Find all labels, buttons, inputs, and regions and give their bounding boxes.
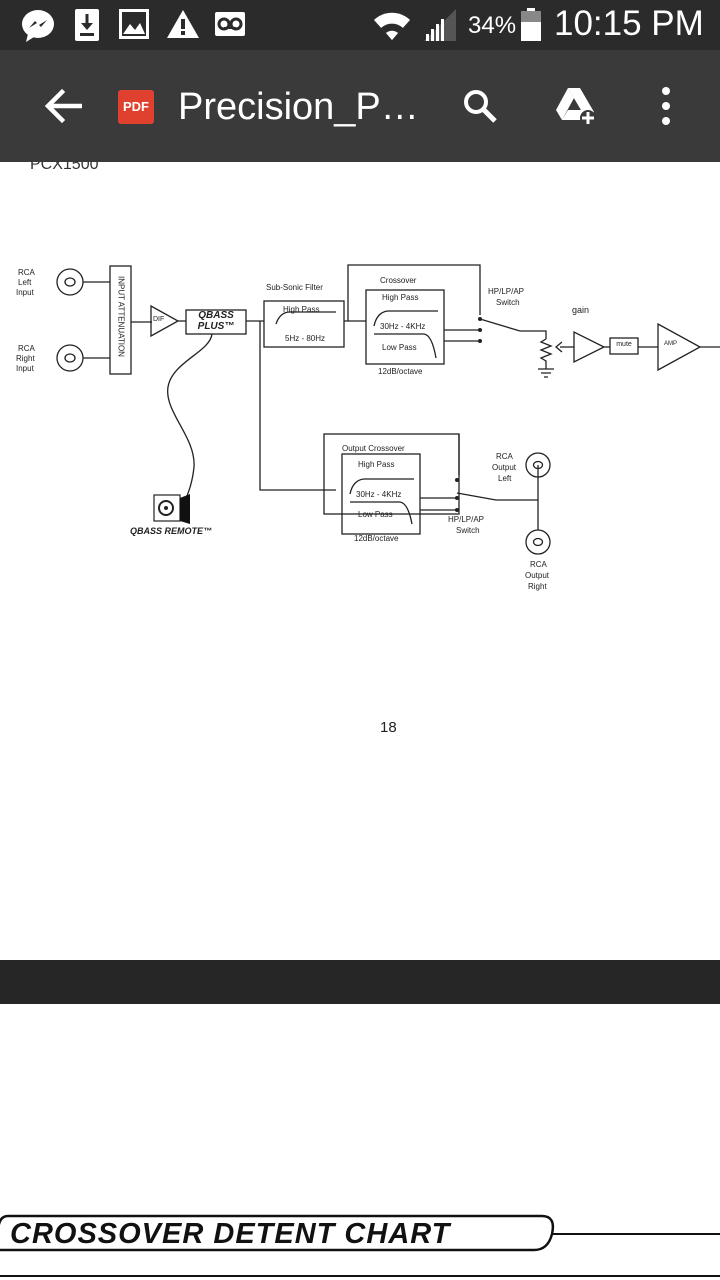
gain-label: gain bbox=[572, 305, 590, 315]
block-diagram bbox=[56, 264, 720, 555]
signal-icon bbox=[424, 9, 456, 41]
pdf-file-icon: PDF bbox=[118, 90, 154, 124]
amp-label: AMP bbox=[664, 341, 678, 347]
pdf-page-18[interactable]: PCX1500 bbox=[0, 162, 720, 960]
subsonic-high-pass: High Pass bbox=[283, 305, 320, 314]
output-range: 30Hz - 4KHz bbox=[356, 490, 402, 499]
qbass-remote-icon bbox=[153, 494, 190, 524]
output-crossover-title: Output Crossover bbox=[342, 444, 405, 453]
overflow-menu-icon[interactable] bbox=[660, 86, 672, 126]
page-number: 18 bbox=[380, 719, 397, 736]
crossover-low-pass: Low Pass bbox=[382, 343, 417, 352]
pdf-page-19[interactable]: CROSSOVER DETENT CHART bbox=[0, 1004, 720, 1280]
subsonic-title: Sub-Sonic Filter bbox=[266, 283, 323, 292]
rca-right-input-label-1: RCA bbox=[18, 344, 35, 353]
app-bar: PDF Precision_P… bbox=[0, 50, 720, 162]
switch2-label-1: HP/LP/AP bbox=[448, 515, 485, 524]
rca-output-right-label-1: RCA bbox=[530, 560, 547, 569]
back-arrow-icon[interactable] bbox=[44, 88, 82, 124]
qbass-plus-label-2: PLUS™ bbox=[197, 321, 235, 332]
rca-output-right-label-2: Output bbox=[525, 571, 550, 580]
rca-right-input-label-3: Input bbox=[16, 364, 34, 373]
crossover-slope: 12dB/octave bbox=[378, 367, 423, 376]
battery-icon bbox=[521, 8, 541, 41]
page-separator bbox=[0, 960, 720, 1004]
mute-label: mute bbox=[616, 341, 632, 348]
wifi-icon bbox=[374, 12, 410, 41]
input-attenuation-label: INPUT ATTENUATION bbox=[116, 276, 126, 357]
document-title: Precision_P… bbox=[178, 86, 419, 128]
image-icon bbox=[119, 9, 149, 39]
output-high-pass: High Pass bbox=[358, 460, 395, 469]
page-header: PCX1500 bbox=[30, 162, 99, 173]
subsonic-range: 5Hz - 80Hz bbox=[285, 334, 326, 343]
output-low-pass: Low Pass bbox=[358, 510, 393, 519]
crossover-detent-chart-banner: CROSSOVER DETENT CHART bbox=[10, 1218, 451, 1250]
output-slope: 12dB/octave bbox=[354, 534, 399, 543]
messenger-icon bbox=[22, 10, 54, 42]
search-icon[interactable] bbox=[462, 88, 498, 124]
switch1-label-1: HP/LP/AP bbox=[488, 287, 525, 296]
status-bar: 34% 10:15 PM bbox=[0, 0, 720, 50]
rca-output-left-label-1: RCA bbox=[496, 452, 513, 461]
warning-icon bbox=[167, 10, 199, 38]
dif-label: DIF bbox=[153, 316, 165, 323]
rca-left-input-label-1: RCA bbox=[18, 268, 35, 277]
clock: 10:15 PM bbox=[554, 4, 704, 43]
rca-output-right-label-3: Right bbox=[528, 582, 547, 591]
download-icon bbox=[75, 9, 99, 41]
drive-add-icon[interactable] bbox=[554, 86, 600, 126]
banner-frame bbox=[0, 1214, 720, 1277]
battery-percent: 34% bbox=[468, 12, 517, 39]
voicemail-icon bbox=[215, 12, 245, 36]
crossover-title: Crossover bbox=[380, 276, 417, 285]
rca-output-left-label-3: Left bbox=[498, 474, 512, 483]
pdf-badge-label: PDF bbox=[123, 99, 149, 114]
qbass-remote-label: QBASS REMOTE™ bbox=[130, 526, 213, 536]
rca-left-input-label-2: Left bbox=[18, 278, 32, 287]
rca-output-left-label-2: Output bbox=[492, 463, 517, 472]
qbass-plus-label-1: QBASS bbox=[198, 310, 234, 321]
rca-left-input-label-3: Input bbox=[16, 288, 34, 297]
switch2-label-2: Switch bbox=[456, 526, 480, 535]
rca-right-input-label-2: Right bbox=[16, 354, 35, 363]
crossover-high-pass: High Pass bbox=[382, 293, 419, 302]
switch1-label-2: Switch bbox=[496, 298, 520, 307]
crossover-range: 30Hz - 4KHz bbox=[380, 322, 426, 331]
